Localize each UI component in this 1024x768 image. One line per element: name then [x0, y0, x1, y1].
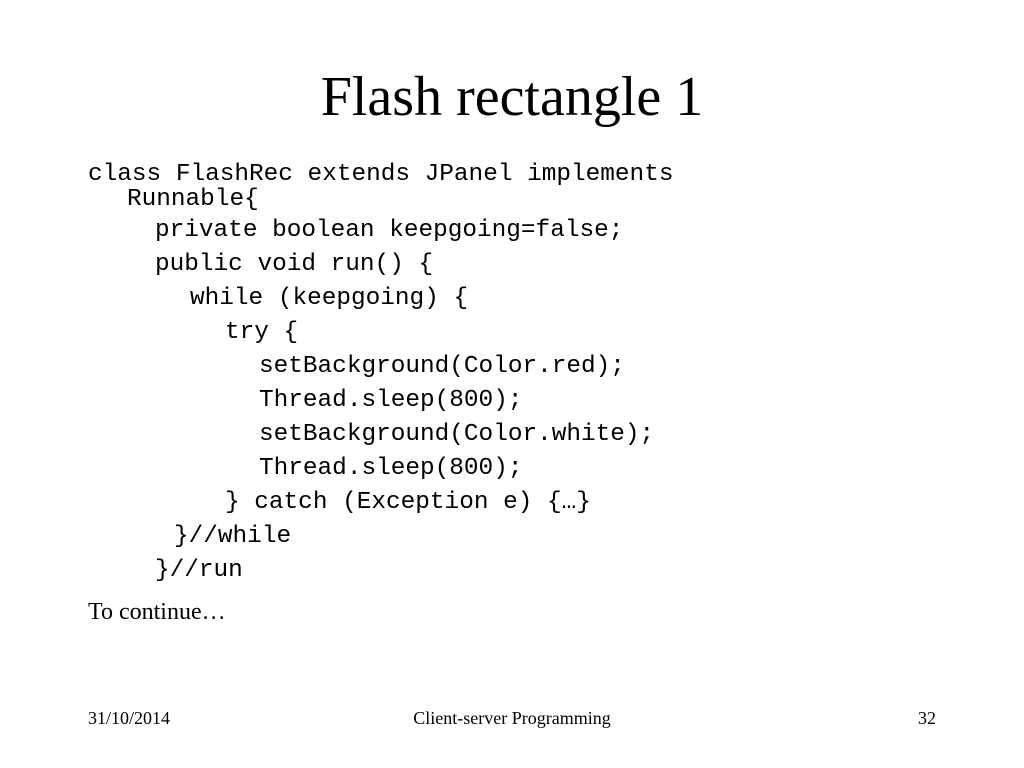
code-line: try {	[225, 319, 299, 346]
code-block: class FlashRec extends JPanel implements…	[88, 158, 988, 588]
footer-page-number: 32	[918, 708, 936, 728]
code-line: } catch (Exception e) {…}	[225, 489, 591, 516]
code-line: setBackground(Color.red);	[259, 353, 625, 380]
continue-text: To continue…	[88, 599, 226, 625]
code-line: while (keepgoing) {	[190, 285, 469, 312]
code-line: }//while	[174, 523, 292, 550]
code-line: class FlashRec extends JPanel implements	[88, 161, 674, 188]
code-line: Runnable{	[127, 186, 259, 213]
code-line: public void run() {	[155, 251, 434, 278]
code-line: Thread.sleep(800);	[259, 387, 523, 414]
footer-date: 31/10/2014	[88, 708, 171, 728]
code-line: private boolean keepgoing=false;	[155, 217, 624, 244]
code-line: }//run	[155, 557, 243, 584]
slide-title: Flash rectangle 1	[320, 66, 704, 128]
code-line: Thread.sleep(800);	[259, 455, 523, 482]
footer-course-title: Client-server Programming	[413, 708, 611, 728]
code-line: setBackground(Color.white);	[259, 421, 655, 448]
